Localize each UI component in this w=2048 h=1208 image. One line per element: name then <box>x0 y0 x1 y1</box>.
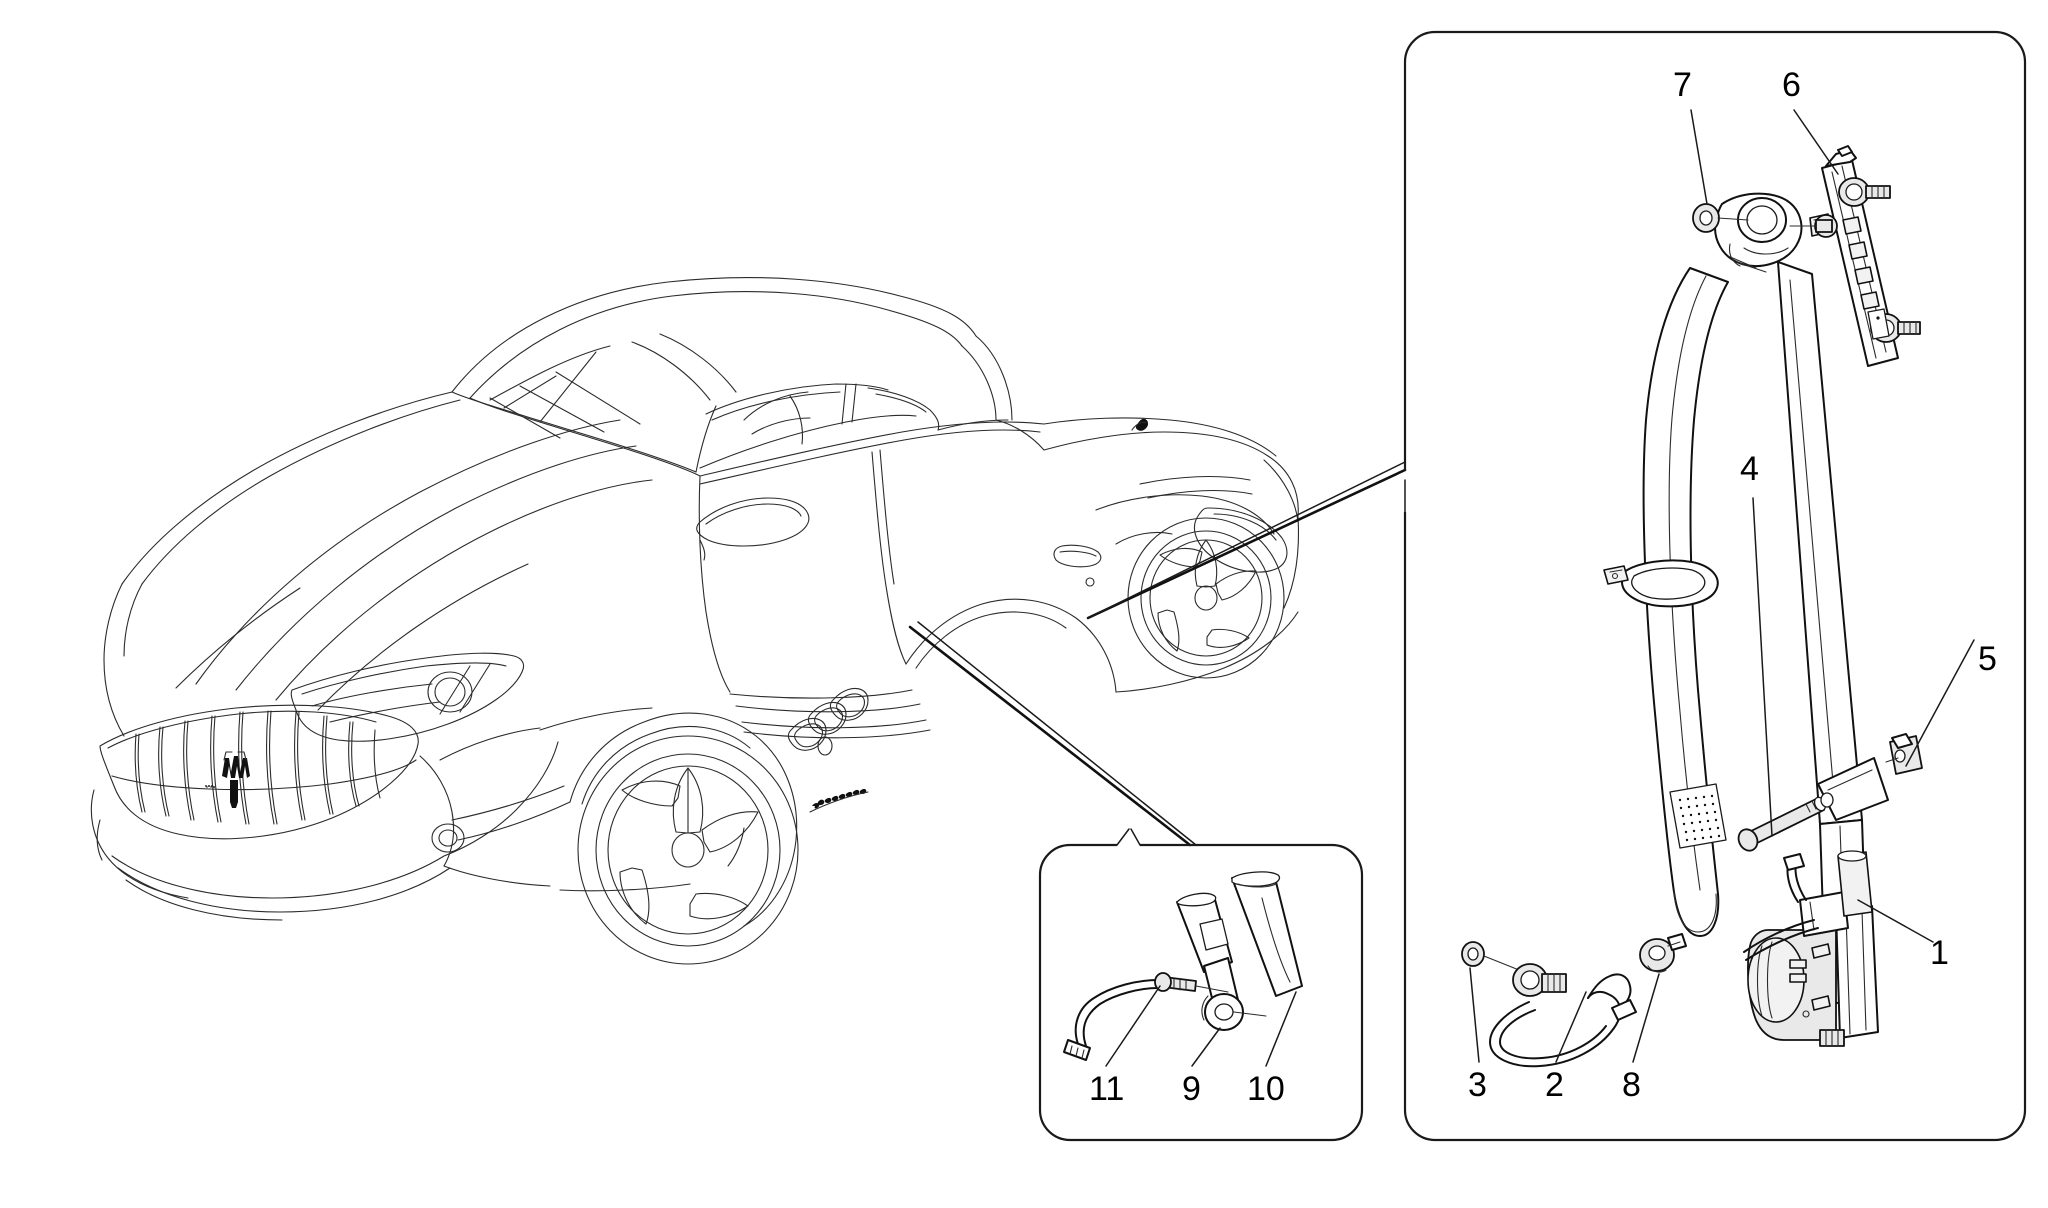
hood-oval-badge <box>207 784 211 788</box>
callout-label-2[interactable]: 2 <box>1545 1066 1564 1104</box>
vehicle-hood-front <box>90 391 798 927</box>
part-4-anchor-bolt <box>1737 796 1827 852</box>
vehicle-front-wheel <box>577 735 799 965</box>
buckle-panel-callout-leaders <box>1105 985 1297 1067</box>
vehicle-line-art <box>90 277 1300 965</box>
vehicle-rear-body <box>1043 417 1300 693</box>
part-5-belt-guide-clip <box>1885 733 1923 775</box>
shoulder-d-ring-assembly <box>1714 192 1803 273</box>
buckle-detail-panel <box>1038 828 1364 1142</box>
belt-webbing-texture-patch <box>1669 783 1727 849</box>
vehicle-body-side <box>696 421 1117 813</box>
part-7-bolt-cover <box>1692 203 1749 233</box>
part-6-height-adjuster-rail <box>1789 145 1921 367</box>
callout-label-5[interactable]: 5 <box>1978 640 1997 678</box>
callout-label-4[interactable]: 4 <box>1740 450 1759 488</box>
part-11-switch-pigtail <box>1063 972 1229 1061</box>
callout-label-7[interactable]: 7 <box>1673 66 1692 104</box>
belt-lower-guide-ring <box>1603 559 1719 608</box>
part-9-buckle-stalk <box>1176 892 1267 1031</box>
leader-car-to-buckle-panel <box>908 625 1192 847</box>
belt-anchor-bracket <box>1817 757 1889 821</box>
callout-label-3[interactable]: 3 <box>1468 1066 1487 1104</box>
vehicle-interior-hint <box>743 391 811 445</box>
part-8-retaining-clip <box>1639 933 1687 973</box>
callout-label-8[interactable]: 8 <box>1622 1066 1641 1104</box>
callout-label-9[interactable]: 9 <box>1182 1070 1201 1108</box>
trident-emblem <box>222 751 250 808</box>
panel-callout-leaders <box>1469 109 1975 1063</box>
leader-car-to-belt-panel <box>1086 468 1407 620</box>
callout-label-11[interactable]: 11 <box>1089 1070 1125 1108</box>
part-2-cable-loop <box>1489 990 1622 1068</box>
vehicle-rear-wheel <box>1127 517 1285 679</box>
callout-label-10[interactable]: 10 <box>1247 1070 1285 1108</box>
hood-emblem <box>206 786 208 788</box>
callout-label-1[interactable]: 1 <box>1930 934 1949 972</box>
part-10-buckle-boot <box>1231 871 1303 997</box>
part-1-retractor-pretensioner <box>1743 850 1879 1047</box>
small-hardware-group <box>1461 933 1687 1068</box>
seatbelt-assembly-panel <box>1403 30 2027 1142</box>
callout-label-6[interactable]: 6 <box>1782 66 1801 104</box>
leader-lines <box>908 439 1407 847</box>
vehicle-roof-greenhouse <box>451 277 1045 477</box>
part-3-washer <box>1461 941 1525 973</box>
cable-grommet-bolt <box>1512 963 1567 997</box>
